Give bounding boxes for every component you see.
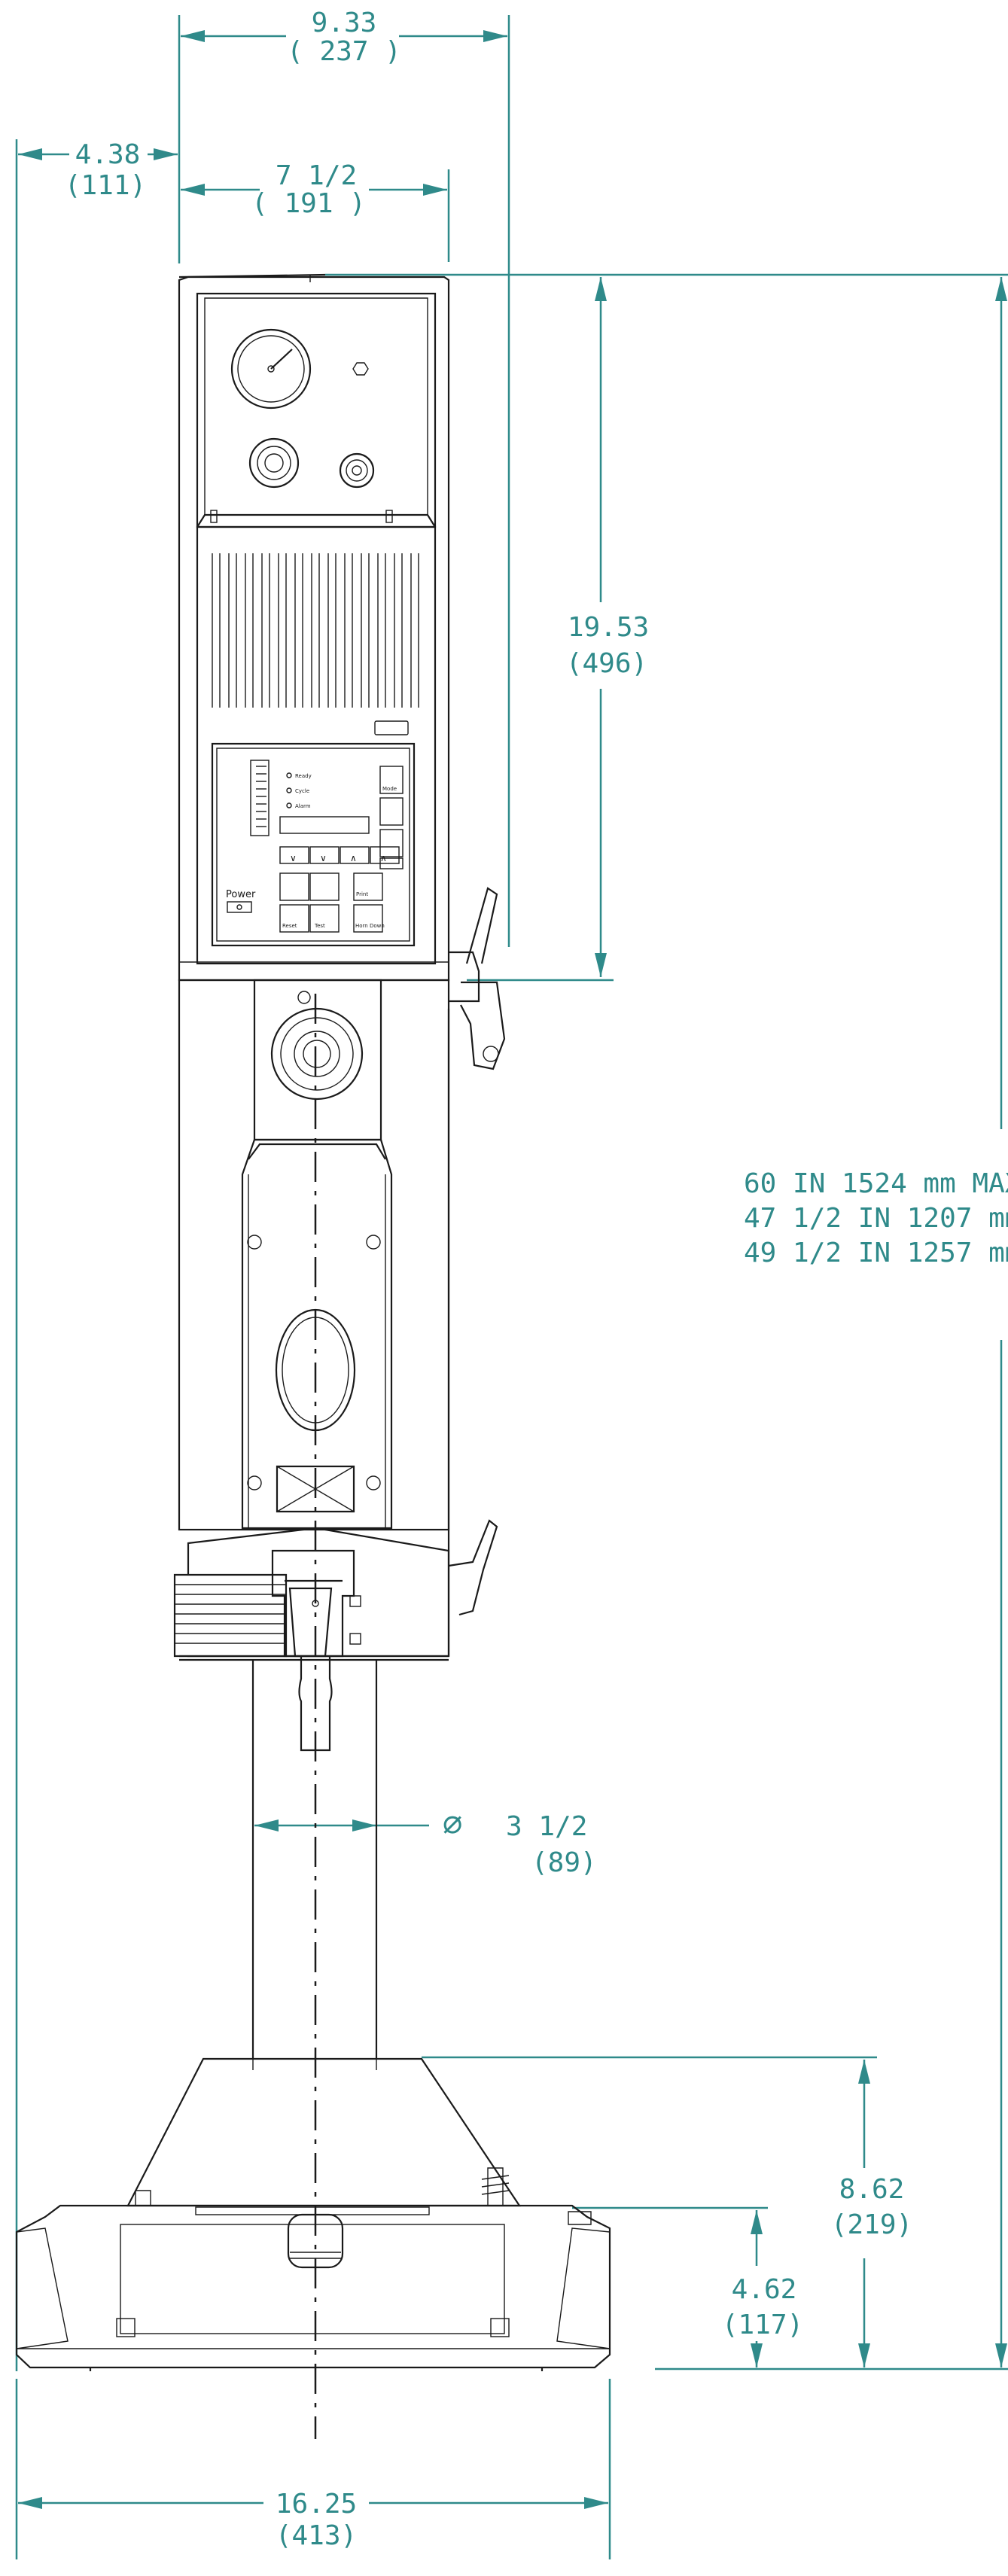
machine-horn-stack xyxy=(173,1519,498,1752)
power-switch[interactable] xyxy=(227,901,252,913)
power-label: Power xyxy=(226,889,256,900)
horn-down-button[interactable] xyxy=(353,904,383,933)
dim-head-height-in: 19.53 xyxy=(568,612,649,643)
print-button[interactable] xyxy=(353,872,383,901)
dim-column-dia-mm: (89) xyxy=(531,1847,597,1878)
dim-head-height-mm: (496) xyxy=(566,648,647,679)
dim-column-dia-symbol: ∅ xyxy=(443,1805,463,1844)
dimension-labels: 9.33 ( 237 ) 4.38 (111) 7 1/2 ( 191 ) 19… xyxy=(65,8,1008,2551)
dim-head-width-in: 7 1/2 xyxy=(276,160,357,191)
lcd-display xyxy=(279,816,370,834)
svg-text:∨: ∨ xyxy=(320,853,327,863)
minus-button[interactable] xyxy=(279,872,309,901)
machine-carriage xyxy=(178,979,450,1656)
test-button-label: Test xyxy=(314,923,325,929)
dim-overall-width-in: 9.33 xyxy=(312,8,377,38)
status-cycle-label: Cycle xyxy=(295,788,309,794)
dim-base-width-in: 16.25 xyxy=(276,2489,357,2520)
dim-side-offset-in: 4.38 xyxy=(75,139,141,170)
mode-button-label: Mode xyxy=(382,786,397,792)
mode-button[interactable] xyxy=(379,766,404,794)
plus-button[interactable] xyxy=(309,872,340,901)
dim-column-dia-in: 3 1/2 xyxy=(506,1811,587,1842)
reset-button-label: Reset xyxy=(282,923,297,929)
machine-head: Ready Cycle Alarm Mode ∨ ∨ ∧ ∧ Print Res… xyxy=(178,273,506,1070)
dim-base-width-mm: (413) xyxy=(276,2520,357,2551)
status-ready-label: Ready xyxy=(295,773,312,779)
svg-text:∧: ∧ xyxy=(350,853,357,863)
test-button[interactable] xyxy=(309,904,340,933)
dim-stroke-line3: 49 1/2 IN 1257 mm xyxy=(744,1238,1008,1268)
dim-stroke-line1: 60 IN 1524 mm MAX xyxy=(744,1168,1008,1199)
dim-overall-width-mm: ( 237 ) xyxy=(287,36,401,67)
vent-slots xyxy=(212,553,419,708)
dim-base-height-mm: (117) xyxy=(722,2310,803,2340)
dim-side-offset-mm: (111) xyxy=(65,170,146,201)
dimension-lines xyxy=(15,15,1008,2559)
dim-base-height-in: 4.62 xyxy=(732,2274,797,2305)
svg-text:∨: ∨ xyxy=(290,853,297,863)
dim-base-cone-in: 8.62 xyxy=(839,2174,905,2205)
dim-head-width-mm: ( 191 ) xyxy=(251,188,366,219)
machine-column-base xyxy=(15,1660,611,2371)
dim-stroke-line2: 47 1/2 IN 1207 mm xyxy=(744,1203,1008,1234)
reset-button[interactable] xyxy=(279,904,309,933)
print-button-label: Print xyxy=(356,891,368,897)
bar-graph xyxy=(256,766,266,827)
dim-base-cone-mm: (219) xyxy=(831,2209,912,2240)
horn-down-button-label: Horn Down xyxy=(355,923,385,929)
status-alarm-label: Alarm xyxy=(295,803,311,809)
svg-text:∧: ∧ xyxy=(380,853,387,863)
